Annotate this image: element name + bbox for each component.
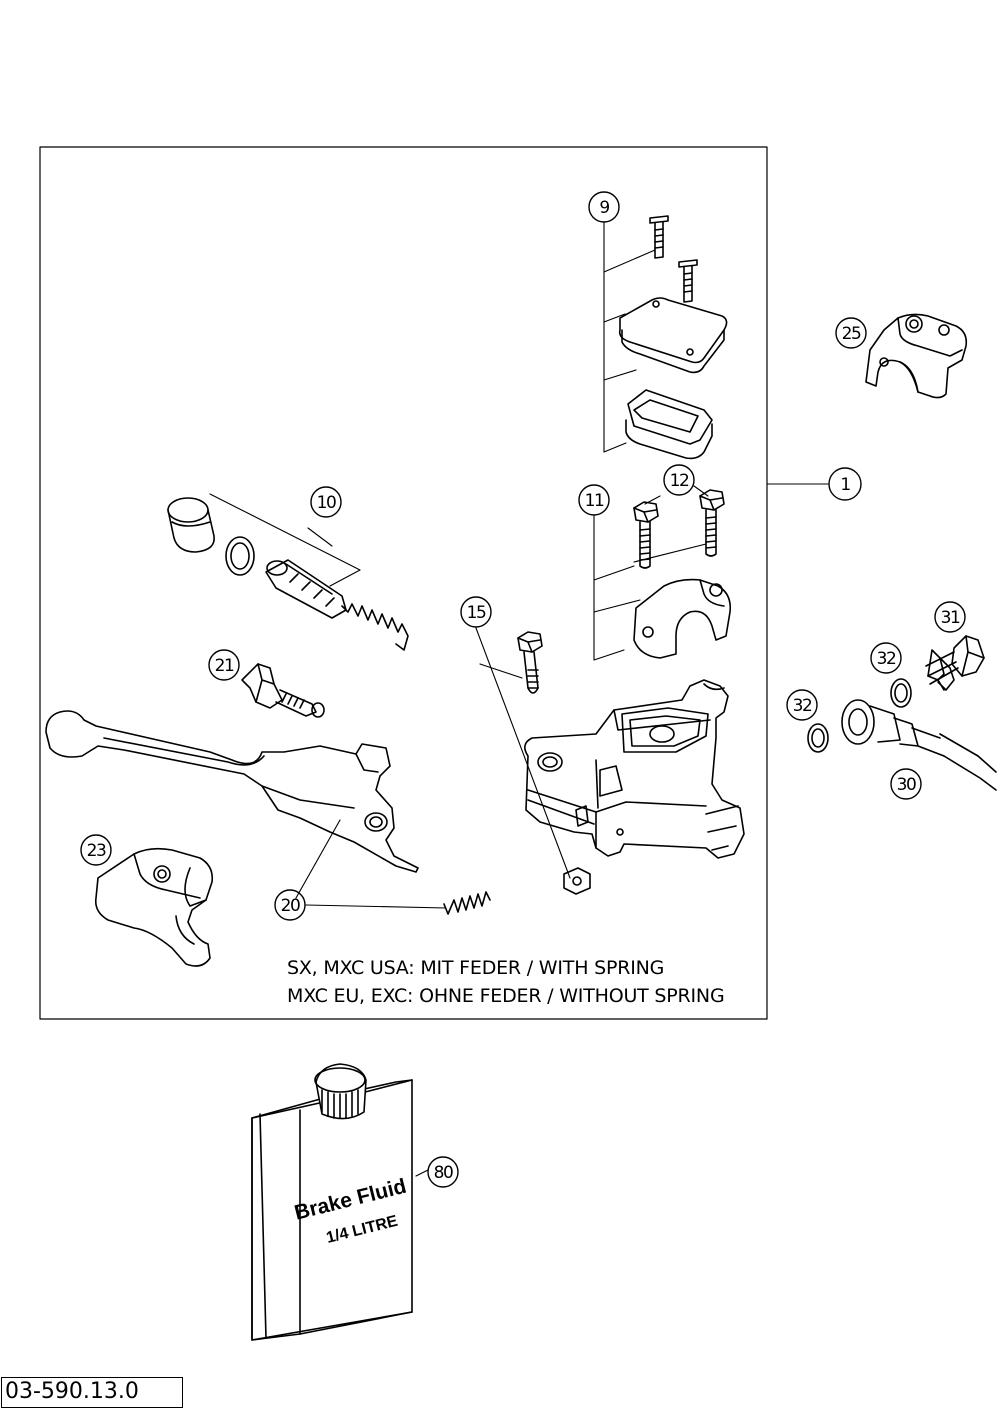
reservoir-cover-part xyxy=(603,215,728,460)
handlebar-clamp-part xyxy=(865,313,968,399)
spring-note-without: MXC EU, EXC: OHNE FEDER / WITHOUT SPRING xyxy=(287,985,725,1007)
lever-spring-part xyxy=(305,891,491,915)
callout-10: 10 xyxy=(317,493,336,513)
pivot-bolt-part xyxy=(475,627,591,895)
clamp-bolts-part xyxy=(593,485,732,661)
callout-circles xyxy=(80,191,966,1188)
callout-31: 31 xyxy=(941,608,960,628)
callout-23: 23 xyxy=(87,841,106,861)
callout-1: 1 xyxy=(840,475,850,495)
brake-fluid-bottle xyxy=(251,1063,429,1341)
spring-note-with: SX, MXC USA: MIT FEDER / WITH SPRING xyxy=(287,957,665,979)
callout-15: 15 xyxy=(467,603,486,623)
piston-kit-part xyxy=(167,493,409,651)
master-cylinder-part xyxy=(524,679,745,859)
callout-80: 80 xyxy=(434,1163,453,1183)
lever-clamp-part xyxy=(94,847,214,967)
brake-hose-part xyxy=(807,635,997,791)
callout-20: 20 xyxy=(281,896,300,916)
assembly-frame xyxy=(39,146,768,1020)
callout-32-lower: 32 xyxy=(793,696,812,716)
callout-11: 11 xyxy=(585,491,604,511)
callout-21: 21 xyxy=(215,656,234,676)
adjuster-screw-part xyxy=(241,663,325,718)
callout-9: 9 xyxy=(599,198,609,218)
callout-12: 12 xyxy=(670,471,689,491)
callout-32-upper: 32 xyxy=(877,649,896,669)
callout-30: 30 xyxy=(897,775,916,795)
brake-lever-part xyxy=(45,710,419,899)
drawing-number: 03-590.13.0 xyxy=(1,1377,183,1408)
callout-25: 25 xyxy=(842,324,861,344)
